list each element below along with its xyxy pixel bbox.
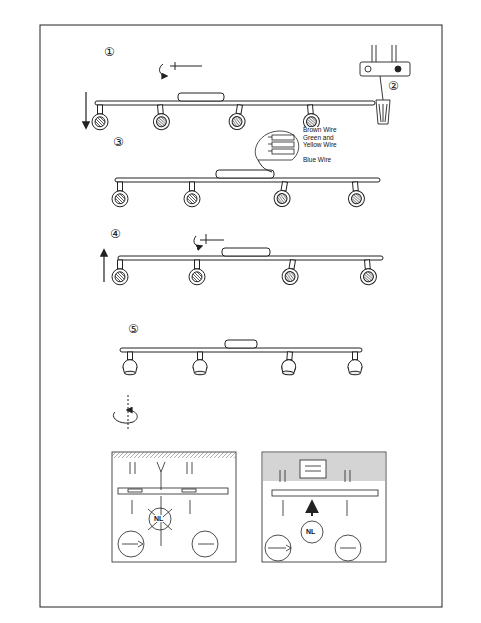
step-number: ④ xyxy=(110,228,121,241)
nl-mark: NL xyxy=(306,528,315,535)
spot-lamp xyxy=(348,352,362,375)
spot-lamp xyxy=(189,260,205,285)
spot-lamp xyxy=(112,182,128,207)
spot-lamp xyxy=(273,181,293,208)
spot-lamp xyxy=(152,104,170,130)
wire-label: Brown Wire xyxy=(303,127,347,134)
spot-lamp xyxy=(123,352,137,375)
spot-lamp xyxy=(281,351,297,375)
wire-label: Green and Yellow Wire xyxy=(303,135,347,149)
spot-lamp xyxy=(281,259,301,286)
spot-lamp xyxy=(184,182,200,207)
spot-lamp xyxy=(193,352,207,375)
step-number: ⑤ xyxy=(128,323,139,336)
spot-lamp xyxy=(228,104,248,131)
step-number: ③ xyxy=(113,136,124,149)
step-number: ① xyxy=(104,46,115,59)
spot-lamp xyxy=(347,181,365,207)
light-bar xyxy=(120,340,362,352)
terminal-block xyxy=(255,131,299,160)
mounting-detail-left xyxy=(112,452,236,562)
light-bar xyxy=(95,93,375,105)
light-bar xyxy=(118,248,383,260)
spot-lamp xyxy=(112,260,128,285)
spot-lamp xyxy=(92,105,108,130)
nl-mark: NL xyxy=(154,515,163,522)
frame xyxy=(40,25,442,607)
spot-lamp xyxy=(359,259,377,285)
light-bar xyxy=(115,170,380,182)
step-number: ② xyxy=(388,80,399,93)
mounting-detail-right xyxy=(262,452,386,562)
up-arrow xyxy=(103,250,104,282)
down-arrow xyxy=(85,92,86,128)
wire-label: Blue Wire xyxy=(303,157,347,164)
terminal-detail xyxy=(360,45,410,124)
